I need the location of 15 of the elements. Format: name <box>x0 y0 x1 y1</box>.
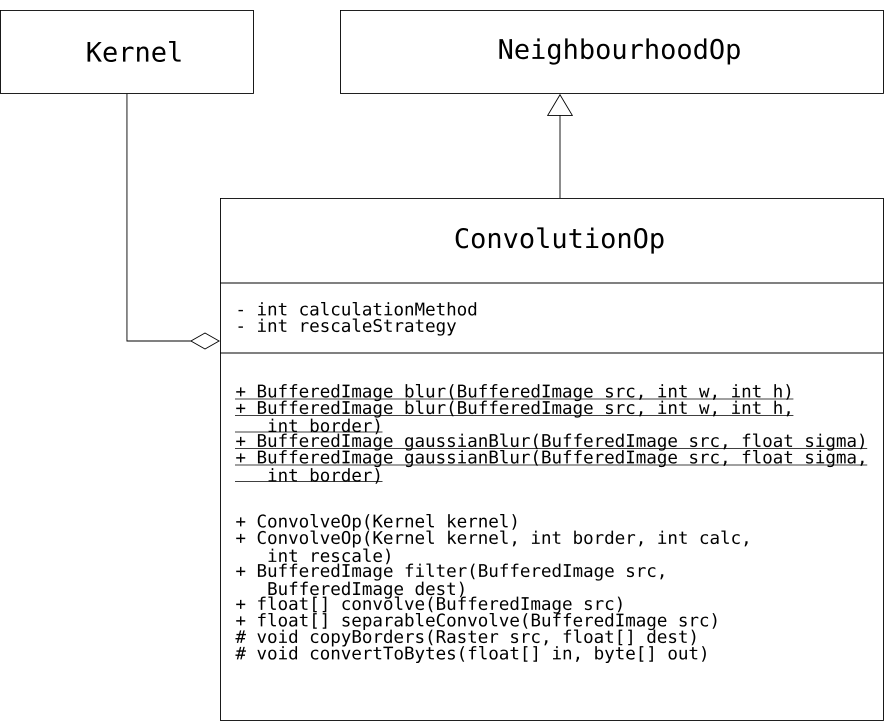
class-box: Kernel <box>0 10 254 94</box>
aggregation-line <box>126 93 220 350</box>
class-box: NeighbourhoodOp <box>340 10 884 94</box>
static-method-text: + BufferedImage gaussianBlur(BufferedImage src, float sigma) <box>234 434 868 451</box>
attribute-text: - int calculationMethod <box>238 302 476 316</box>
method-text: # void copyBorders(Raster src, float[] dest) <box>235 630 696 647</box>
method-text: + ConvolveOp(Kernel kernel, int border, int calc, int rescale) <box>236 530 748 564</box>
static-method-text: + BufferedImage gaussianBlur(BufferedImage src, float sigma, int border) <box>234 450 868 484</box>
static-method-text: + BufferedImage blur(BufferedImage src, int w, int h) <box>234 384 794 402</box>
method-text: + float[] convolve(BufferedImage src) <box>236 596 622 614</box>
attribute-text: - int rescaleStrategy <box>238 318 456 336</box>
method-text: # void convertToBytes(float[] in, byte[] out) <box>235 646 706 664</box>
method-text: + float[] separableConvolve(BufferedImage src) <box>236 613 716 630</box>
static-method-text: + BufferedImage blur(BufferedImage src, int w, int h, int border) <box>234 400 794 434</box>
method-text: + ConvolveOp(Kernel kernel) <box>236 514 516 532</box>
